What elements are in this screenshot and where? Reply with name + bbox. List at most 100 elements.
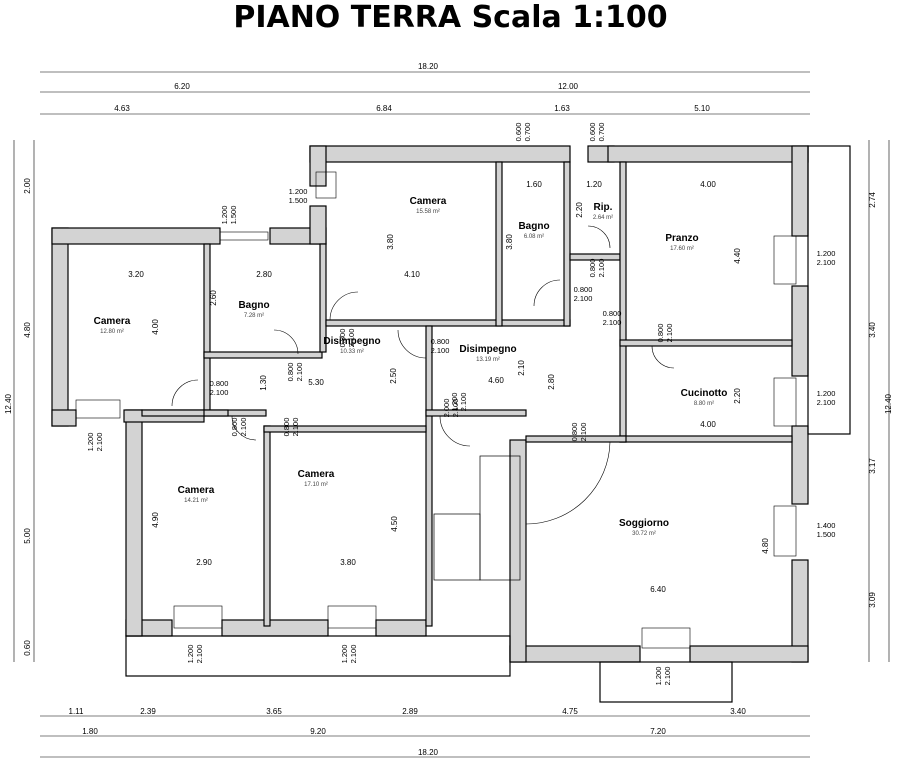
room-area: 30.72 m² — [632, 531, 656, 537]
dimension-label: 2.90 — [196, 558, 212, 567]
dimension-label: 3.65 — [266, 707, 282, 716]
window-opening — [315, 171, 337, 199]
dimension-label: 2.39 — [140, 707, 156, 716]
dimension-label: 4.10 — [404, 270, 420, 279]
window-opening — [327, 605, 377, 629]
dimension-label: 4.00 — [700, 420, 716, 429]
room-area: 13.19 m² — [476, 357, 500, 363]
dimension-label: 4.50 — [390, 516, 399, 532]
opening-height: 2.100 — [574, 294, 593, 303]
door-swing — [587, 225, 611, 249]
window-opening — [219, 231, 269, 241]
room-area: 8.80 m² — [694, 401, 714, 407]
opening-width: 1.200 — [654, 667, 663, 686]
dimension-label: 1.30 — [259, 375, 268, 391]
dimension-label: 5.30 — [308, 378, 324, 387]
room-name: Camera — [298, 469, 335, 480]
dimension-label: 2.50 — [389, 368, 398, 384]
window-opening — [641, 627, 691, 649]
opening-height: 2.100 — [347, 329, 356, 348]
dimension-label: 18.20 — [418, 748, 439, 757]
opening-height: 0.700 — [597, 123, 606, 142]
opening-width: 1.200 — [450, 393, 459, 412]
dimension-label: 2.10 — [517, 360, 526, 376]
opening-width: 1.200 — [817, 389, 836, 398]
dimension-label: 2.80 — [256, 270, 272, 279]
dimension-label: 12.40 — [4, 393, 13, 414]
dimension-label: 6.40 — [650, 585, 666, 594]
opening-width: 0.800 — [282, 418, 291, 437]
room-name: Pranzo — [665, 233, 698, 244]
opening-height: 2.100 — [817, 398, 836, 407]
dimension-label: 4.80 — [761, 538, 770, 554]
opening-height: 2.100 — [459, 393, 468, 412]
opening-width: 0.800 — [338, 329, 347, 348]
room-area: 10.33 m² — [340, 349, 364, 355]
door-swing — [651, 345, 675, 369]
opening-width: 1.200 — [86, 433, 95, 452]
room-name: Cucinotto — [681, 388, 728, 399]
opening-height: 2.100 — [239, 418, 248, 437]
room-area: 17.10 m² — [304, 482, 328, 488]
dimension-label: 1.11 — [69, 707, 85, 716]
room-name: Soggiorno — [619, 518, 669, 529]
opening-height: 2.100 — [665, 324, 674, 343]
dimension-label: 2.80 — [547, 374, 556, 390]
opening-height: 2.100 — [817, 258, 836, 267]
dimension-label: 2.00 — [23, 178, 32, 194]
dimension-label: 2.74 — [868, 192, 877, 208]
opening-height: 2.100 — [603, 318, 622, 327]
dimension-label: 4.63 — [114, 104, 130, 113]
dimension-label: 4.40 — [733, 248, 742, 264]
walls — [51, 145, 851, 703]
opening-height: 2.100 — [451, 399, 460, 418]
room-name: Camera — [410, 196, 447, 207]
dimension-label: 3.40 — [730, 707, 746, 716]
opening-height: 2.100 — [597, 259, 606, 278]
door-swing — [273, 329, 299, 355]
opening-width: 0.800 — [431, 337, 450, 346]
window-opening — [173, 605, 223, 629]
dimension-label: 2.20 — [733, 388, 742, 404]
opening-width: 0.600 — [588, 123, 597, 142]
dimension-label: 3.80 — [505, 234, 514, 250]
room-area: 2.64 m² — [593, 215, 613, 221]
door-swing — [533, 279, 561, 307]
dimension-label: 3.09 — [868, 592, 877, 608]
opening-height: 1.500 — [817, 530, 836, 539]
opening-width: 0.800 — [588, 259, 597, 278]
opening-height: 2.100 — [349, 645, 358, 664]
dimension-label: 12.00 — [558, 82, 579, 91]
opening-width: 0.800 — [570, 423, 579, 442]
dimension-label: 5.10 — [694, 104, 710, 113]
dimension-label: 9.20 — [310, 727, 326, 736]
dimension-label: 18.20 — [418, 62, 439, 71]
opening-height: 2.100 — [431, 346, 450, 355]
dimension-label: 3.40 — [868, 322, 877, 338]
dimension-label: 1.20 — [586, 180, 602, 189]
opening-width: 0.800 — [210, 379, 229, 388]
room-name: Bagno — [238, 300, 269, 311]
dimension-label: 3.80 — [340, 558, 356, 567]
opening-width: 1.400 — [817, 521, 836, 530]
door-swing — [329, 291, 359, 321]
opening-height: 2.100 — [195, 645, 204, 664]
dimension-label: 4.60 — [488, 376, 504, 385]
opening-height: 2.100 — [295, 363, 304, 382]
room-area: 7.28 m² — [244, 313, 264, 319]
door-swing — [439, 415, 471, 447]
room-name: Disimpegno — [323, 336, 380, 347]
opening-width: 1.200 — [220, 206, 229, 225]
dimension-label: 3.17 — [868, 458, 877, 474]
opening-width: 1.200 — [186, 645, 195, 664]
dimension-label: 1.60 — [526, 180, 542, 189]
window-opening — [773, 505, 797, 557]
dimension-label: 3.20 — [128, 270, 144, 279]
opening-height: 0.700 — [523, 123, 532, 142]
page-title: PIANO TERRA Scala 1:100 — [233, 0, 668, 35]
dimension-label: 5.00 — [23, 528, 32, 544]
opening-width: 1.200 — [817, 249, 836, 258]
dimension-label: 1.63 — [554, 104, 570, 113]
room-area: 6.08 m² — [524, 234, 544, 240]
